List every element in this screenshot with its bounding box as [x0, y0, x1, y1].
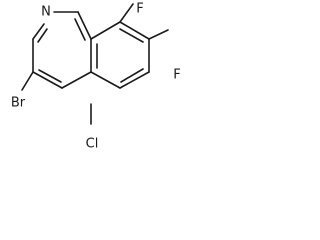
- bond-c4-c4a-inner: [38, 69, 62, 83]
- bond-c6-c5: [119, 71, 150, 89]
- atom-label-fluorine-right: F: [173, 68, 180, 83]
- bond-c1-c8a-inner: [74, 18, 86, 41]
- bond-c8-c7: [119, 21, 150, 40]
- atom-label-chlorine: Cl: [86, 137, 99, 152]
- bond-c5-c4a: [90, 71, 121, 89]
- bond-c1-c8a: [77, 11, 92, 40]
- bond-c4-c4a: [32, 71, 63, 89]
- bond-c8-f: [119, 3, 134, 23]
- bond-c4-br: [21, 71, 34, 91]
- bond-c7-f: [148, 29, 169, 40]
- bond-c8a-c8: [90, 21, 121, 40]
- bond-c8-c7-inner: [119, 28, 144, 43]
- atom-label-nitrogen: N: [41, 5, 51, 20]
- bond-c6-c5-inner: [120, 68, 144, 83]
- bond-c4a-c8a: [61, 71, 92, 89]
- bond-n2-c3: [32, 23, 45, 40]
- structure-diagram: N F F Br Cl: [11, 2, 181, 152]
- atom-label-bromine: Br: [11, 96, 26, 111]
- bond-n2-c3-inner: [37, 28, 48, 43]
- atom-label-fluorine-top: F: [136, 2, 143, 17]
